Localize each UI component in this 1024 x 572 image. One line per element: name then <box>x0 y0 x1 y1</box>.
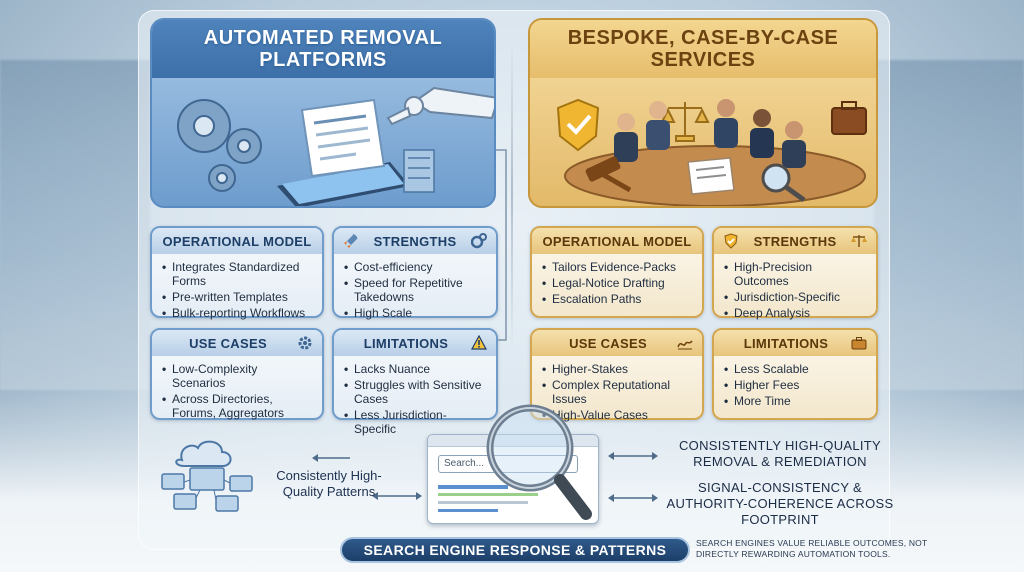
automated-title: AUTOMATED REMOVAL PLATFORMS <box>152 20 494 78</box>
gears-icon <box>470 232 488 250</box>
card-heading: USE CASES <box>189 335 267 351</box>
magnifying-glass-icon <box>478 398 598 528</box>
list-item: Jurisdiction-Specific <box>724 290 868 304</box>
bespoke-strengths-card: STRENGTHS High-Precision Outcomes Jurisd… <box>712 226 878 320</box>
document-icon <box>300 98 386 178</box>
card-header: LIMITATIONS <box>334 330 496 356</box>
card-heading: USE CASES <box>569 335 647 351</box>
bespoke-header: BESPOKE, CASE-BY-CASE SERVICES <box>528 18 878 208</box>
card-header: OPERATIONAL MODEL <box>532 228 702 254</box>
card-list: Low-Complexity Scenarios Across Director… <box>152 356 322 420</box>
card-heading: STRENGTHS <box>753 233 837 249</box>
scales-of-justice-icon <box>660 102 710 142</box>
search-results-lines <box>438 485 538 512</box>
briefcase-icon <box>850 334 868 352</box>
list-item: Less Jurisdiction-Specific <box>344 408 488 436</box>
list-item: Integrates Standardized Forms <box>162 260 314 288</box>
list-item: Less Scalable <box>724 362 868 376</box>
automated-header: AUTOMATED REMOVAL PLATFORMS <box>150 18 496 208</box>
list-item: Struggles with Sensitive Cases <box>344 378 488 406</box>
list-item: Across Directories, Forums, Aggregators <box>162 392 314 420</box>
list-item: Speed for Repetitive Takedowns <box>344 276 488 304</box>
card-list: High-Precision Outcomes Jurisdiction-Spe… <box>714 254 876 320</box>
card-header: USE CASES <box>532 330 702 356</box>
robot-arm-icon <box>386 86 494 126</box>
automated-operational-model-card: OPERATIONAL MODEL Integrates Standardize… <box>150 226 324 320</box>
card-list: Higher-Stakes Complex Reputational Issue… <box>532 356 702 422</box>
list-item: Tailors Evidence-Packs <box>542 260 694 274</box>
card-header: USE CASES <box>152 330 322 356</box>
card-list: Less Scalable Higher Fees More Time <box>714 356 876 408</box>
patterns-label: Consistently High-Quality Patterns <box>276 468 382 499</box>
automated-limitations-card: LIMITATIONS Lacks Nuance Struggles with … <box>332 328 498 436</box>
list-item: Bulk-reporting Workflows <box>162 306 314 320</box>
removal-remediation-label: CONSISTENTLY HIGH-QUALITY REMOVAL & REME… <box>678 438 882 469</box>
legal-team-illustration <box>530 78 876 206</box>
card-heading: OPERATIONAL MODEL <box>542 233 692 249</box>
list-item: Complex Reputational Issues <box>542 378 694 406</box>
card-heading: LIMITATIONS <box>363 335 449 351</box>
list-item: Higher Fees <box>724 378 868 392</box>
card-list: Cost-efficiency Speed for Repetitive Tak… <box>334 254 496 320</box>
list-item: More Time <box>724 394 868 408</box>
warning-icon <box>470 334 488 352</box>
shield-icon <box>556 98 600 152</box>
scales-icon <box>850 232 868 250</box>
footer-note: SEARCH ENGINES VALUE RELIABLE OUTCOMES, … <box>696 538 928 559</box>
search-input[interactable]: Search... <box>438 455 578 473</box>
card-header: LIMITATIONS <box>714 330 876 356</box>
card-list: Integrates Standardized Forms Pre-writte… <box>152 254 322 320</box>
team-members-icon <box>614 99 806 168</box>
tablet-icon <box>277 162 410 206</box>
card-list: Tailors Evidence-Packs Legal-Notice Draf… <box>532 254 702 306</box>
card-heading: OPERATIONAL MODEL <box>162 233 312 249</box>
footer-title-banner: SEARCH ENGINE RESPONSE & PATTERNS <box>340 537 690 563</box>
list-item: Higher-Stakes <box>542 362 694 376</box>
server-icon <box>403 149 435 193</box>
legal-document-icon <box>687 157 735 195</box>
gear-icon <box>177 99 262 192</box>
list-item: High-Value Cases <box>542 408 694 422</box>
automation-illustration <box>152 78 494 206</box>
signature-icon <box>676 334 694 352</box>
card-header: STRENGTHS <box>334 228 496 254</box>
card-heading: LIMITATIONS <box>743 335 829 351</box>
browser-title-bar <box>428 435 598 447</box>
gear-icon <box>296 334 314 352</box>
card-header: STRENGTHS <box>714 228 876 254</box>
background-screen-right <box>874 60 1024 390</box>
list-item: Lacks Nuance <box>344 362 488 376</box>
automated-strengths-card: STRENGTHS Cost-efficiency Speed for Repe… <box>332 226 498 320</box>
list-item: Escalation Paths <box>542 292 694 306</box>
bespoke-title: BESPOKE, CASE-BY-CASE SERVICES <box>530 20 876 78</box>
list-item: Cost-efficiency <box>344 260 488 274</box>
briefcase-icon <box>831 101 867 135</box>
card-header: OPERATIONAL MODEL <box>152 228 322 254</box>
gavel-icon <box>585 156 632 193</box>
shield-check-icon <box>722 232 740 250</box>
list-item: High Scale <box>344 306 488 320</box>
list-item: Low-Complexity Scenarios <box>162 362 314 390</box>
list-item: Legal-Notice Drafting <box>542 276 694 290</box>
list-item: High-Precision Outcomes <box>724 260 868 288</box>
automated-use-cases-card: USE CASES Low-Complexity Scenarios Acros… <box>150 328 324 420</box>
card-list: Lacks Nuance Struggles with Sensitive Ca… <box>334 356 496 436</box>
rocket-icon <box>342 232 360 250</box>
background-screen-left <box>0 60 150 390</box>
cloud-network-icon <box>160 434 260 514</box>
bespoke-operational-model-card: OPERATIONAL MODEL Tailors Evidence-Packs… <box>530 226 704 318</box>
column-divider <box>511 40 513 350</box>
list-item: Pre-written Templates <box>162 290 314 304</box>
card-heading: STRENGTHS <box>373 233 457 249</box>
list-item: Deep Analysis <box>724 306 868 320</box>
bespoke-use-cases-card: USE CASES Higher-Stakes Complex Reputati… <box>530 328 704 422</box>
bespoke-limitations-card: LIMITATIONS Less Scalable Higher Fees Mo… <box>712 328 878 420</box>
signal-consistency-label: SIGNAL-CONSISTENCY & AUTHORITY-COHERENCE… <box>666 480 894 527</box>
magnifying-glass-icon <box>761 163 806 203</box>
